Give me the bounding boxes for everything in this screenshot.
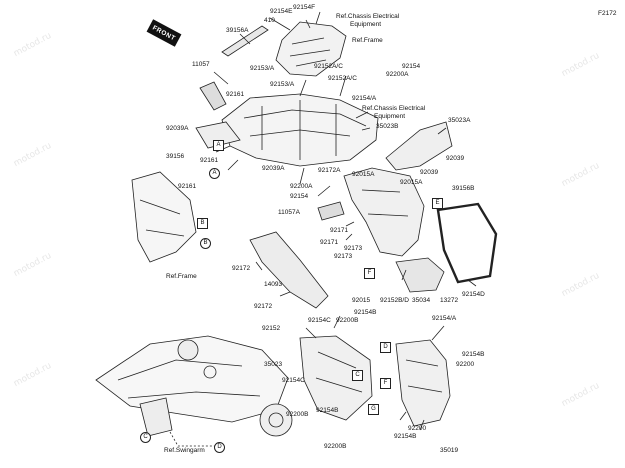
part-label: 92173 <box>334 253 353 260</box>
part-label: 92172 <box>254 303 273 310</box>
part-label: 92152 <box>262 325 281 332</box>
part-label: 35034 <box>412 297 431 304</box>
part-label: 92154 <box>402 63 421 70</box>
callout-marker: D <box>380 342 391 353</box>
part-label: 92039 <box>446 155 465 162</box>
part-label: 92200 <box>408 425 427 432</box>
part-label: 92153/A <box>250 65 275 72</box>
part-label: 39156B <box>452 185 475 192</box>
part-label: 92154E <box>270 8 293 15</box>
seal-39156b <box>436 202 498 284</box>
callout-marker: B <box>197 218 208 229</box>
part-label: 35023 <box>264 361 283 368</box>
callout-marker: B <box>200 238 211 249</box>
part-label: 11057A <box>278 209 300 216</box>
part-label: 92154C <box>282 377 305 384</box>
part-label: 92154/A <box>432 315 457 322</box>
part-label: 35019 <box>440 447 459 454</box>
ref-label: Equipment <box>350 21 382 28</box>
diagram-code: F2172 <box>598 10 617 17</box>
ref-label: Ref.Frame <box>352 37 383 44</box>
part-label: 92172A <box>318 167 341 174</box>
ref-label: Equipment <box>374 113 406 120</box>
part-label: 92152B/D <box>380 297 409 304</box>
callout-marker: G <box>368 404 379 415</box>
part-label: 92161 <box>200 157 219 164</box>
part-label: 92200B <box>324 443 347 450</box>
part-label: 13272 <box>440 297 459 304</box>
part-label: 92154F <box>293 4 316 11</box>
part-label: 92039A <box>166 125 189 132</box>
part-label: 92154D <box>462 291 485 298</box>
part-label: 39156 <box>166 153 185 160</box>
part-label: 92154 <box>290 193 309 200</box>
part-label: 92154B <box>354 309 377 316</box>
part-label: 92152A/C <box>314 63 343 70</box>
callout-marker: E <box>432 198 443 209</box>
flap-35019 <box>395 339 451 427</box>
callout-marker: C <box>140 432 151 443</box>
part-label: 92015A <box>400 179 423 186</box>
inner-fender-35023 <box>299 335 373 421</box>
part-label: 92173 <box>344 245 363 252</box>
part-label: 92154/A <box>352 95 377 102</box>
callout-marker: F <box>364 268 375 279</box>
part-label: 92015 <box>352 297 371 304</box>
part-label: 410 <box>264 17 275 24</box>
part-label: 92161 <box>226 91 245 98</box>
part-label: 92153/A <box>270 81 295 88</box>
frame-left <box>131 171 197 263</box>
callout-marker: C <box>352 370 363 381</box>
ref-label: Ref.Chassis Electrical <box>362 105 426 112</box>
part-label: 92200A <box>290 183 313 190</box>
callout-marker: F <box>380 378 391 389</box>
part-label: 11057 <box>192 61 210 68</box>
part-label: 92015A <box>352 171 375 178</box>
callout-marker: A <box>213 140 224 151</box>
callout-marker: A <box>209 168 220 179</box>
part-label: 92039 <box>420 169 439 176</box>
part-label: 92154B <box>316 407 339 414</box>
part-label: 39156A <box>226 27 249 34</box>
wheel-hub <box>259 403 293 437</box>
part-label: 92154B <box>394 433 417 440</box>
upper-bracket <box>275 21 347 77</box>
part-label: 92200A <box>386 71 409 78</box>
part-label: 35023B <box>376 123 399 130</box>
part-label: 92171 <box>320 239 339 246</box>
part-label: 92172 <box>232 265 251 272</box>
part-label: 92200 <box>456 361 475 368</box>
callout-marker: D <box>214 442 225 453</box>
bracket-35034 <box>395 257 445 293</box>
part-label: 92152A/C <box>328 75 357 82</box>
pad-39156a <box>221 25 269 57</box>
part-label: 92154B <box>462 351 485 358</box>
ref-label: Ref.Swingarm <box>164 447 205 454</box>
ref-label: Ref.Chassis Electrical <box>336 13 400 20</box>
part-label: 92154C <box>308 317 331 324</box>
part-label: 92171 <box>330 227 349 234</box>
cover-35023a <box>385 121 453 171</box>
part-label: 92200B <box>286 411 309 418</box>
part-label: 92039A <box>262 165 285 172</box>
part-label: 92161 <box>178 183 197 190</box>
stay-92172 <box>249 231 329 309</box>
part-label: 14093 <box>264 281 283 288</box>
ref-label: Ref.Frame <box>166 273 197 280</box>
part-label: 35023A <box>448 117 471 124</box>
part-label: 92200B <box>336 317 359 324</box>
